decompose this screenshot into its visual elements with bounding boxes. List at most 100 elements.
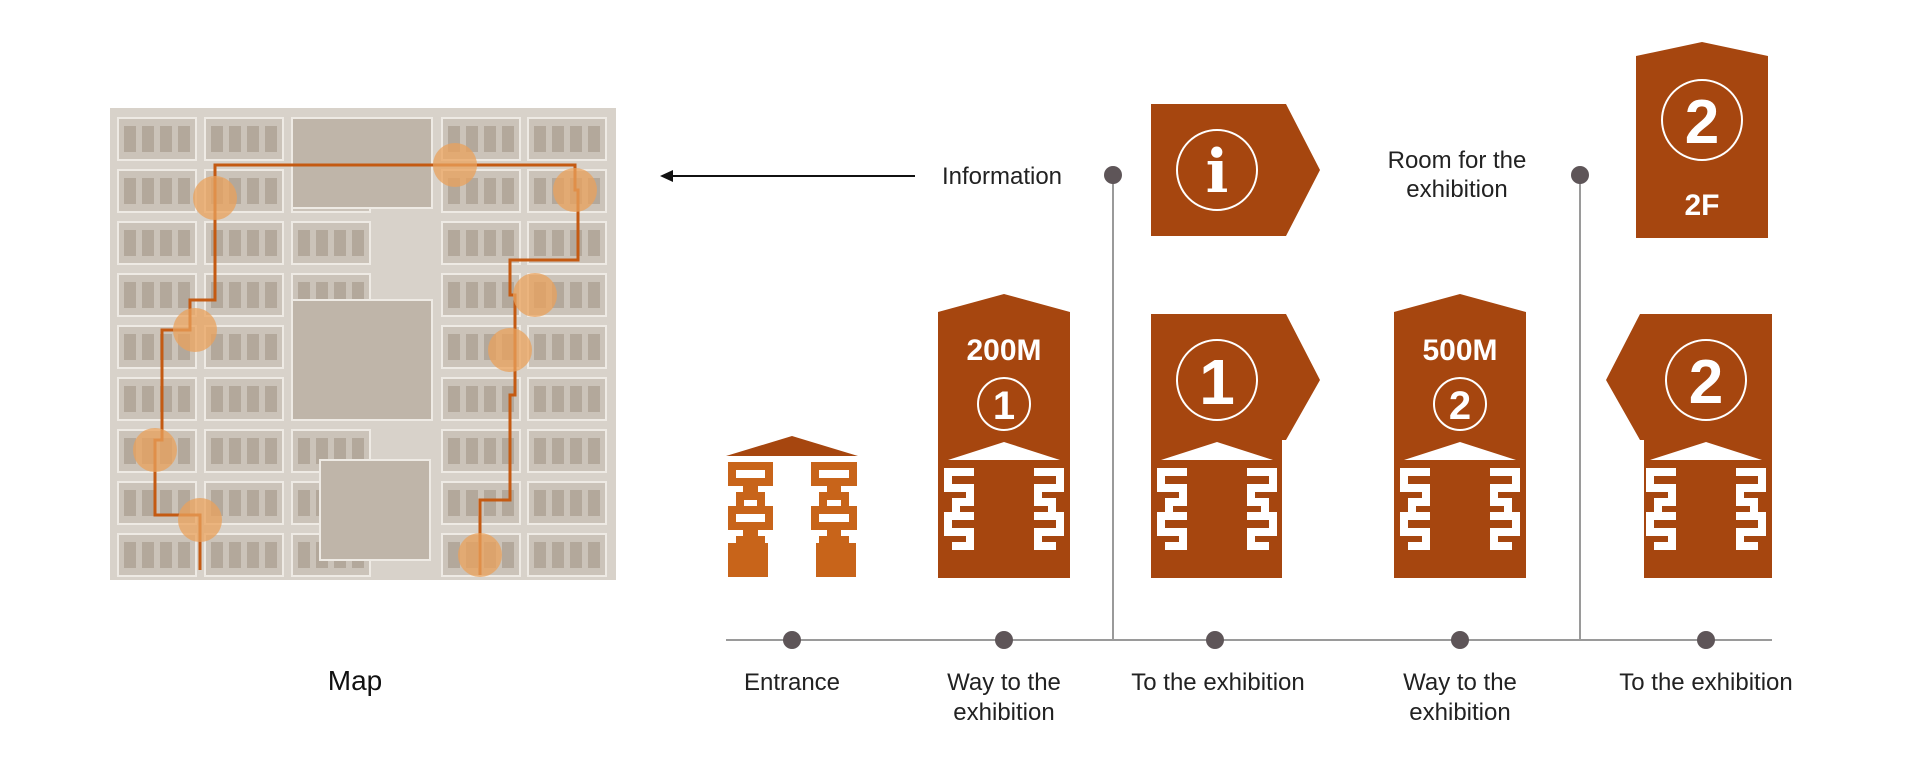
room-connector-dot <box>1571 166 1589 184</box>
map-building <box>484 282 496 308</box>
map-building <box>552 334 564 360</box>
stop-labels: Entrance Way to the exhibition To the ex… <box>744 669 1793 726</box>
stop-dot-exhibit1 <box>1206 631 1224 649</box>
map-building <box>124 438 136 464</box>
map-building <box>484 386 496 412</box>
map-node <box>553 168 597 212</box>
map-building <box>570 542 582 568</box>
map-building <box>142 178 154 204</box>
map-building <box>534 126 546 152</box>
information-sign: i <box>1151 104 1320 236</box>
stop-dot-way2 <box>1451 631 1469 649</box>
map-building <box>124 490 136 516</box>
map-building <box>160 178 172 204</box>
map-building <box>124 542 136 568</box>
map-building <box>466 334 478 360</box>
stop-label-way1-line2: exhibition <box>953 699 1054 726</box>
map-building <box>534 490 546 516</box>
map-building <box>142 490 154 516</box>
map-node <box>178 498 222 542</box>
map-node <box>513 273 557 317</box>
map-building <box>160 282 172 308</box>
map-building <box>265 490 277 516</box>
stop-label-way2-line2: exhibition <box>1409 699 1510 726</box>
map-building <box>178 126 190 152</box>
map-building <box>552 438 564 464</box>
map-building <box>570 126 582 152</box>
map-building <box>247 386 259 412</box>
map-building <box>211 126 223 152</box>
map-building <box>178 282 190 308</box>
map-building <box>265 126 277 152</box>
map-building <box>448 542 460 568</box>
map-building <box>160 490 172 516</box>
map-building <box>588 230 600 256</box>
map-building <box>247 282 259 308</box>
map-building <box>178 178 190 204</box>
exhibition-sign-2: 2 <box>1606 314 1772 578</box>
map-node <box>433 143 477 187</box>
map-building <box>211 542 223 568</box>
way2-distance: 500M <box>1422 334 1497 367</box>
map-building <box>247 178 259 204</box>
map-building <box>588 282 600 308</box>
map-building <box>502 230 514 256</box>
map-building <box>502 490 514 516</box>
map-building <box>448 490 460 516</box>
map-building <box>142 126 154 152</box>
map-building <box>588 334 600 360</box>
map-building <box>229 386 241 412</box>
map-building <box>178 542 190 568</box>
map-building <box>265 178 277 204</box>
way-sign-2: 500M 2 <box>1394 294 1526 578</box>
map-building <box>265 438 277 464</box>
map-building <box>160 126 172 152</box>
map-building <box>570 230 582 256</box>
stop-dot-entrance <box>783 631 801 649</box>
map-building <box>552 386 564 412</box>
map-building <box>466 230 478 256</box>
map-building <box>229 542 241 568</box>
way-sign-1: 200M 1 <box>938 294 1070 578</box>
map-building <box>142 542 154 568</box>
way1-number: 1 <box>993 384 1015 428</box>
map-building <box>229 282 241 308</box>
map-building <box>502 178 514 204</box>
room-floor: 2F <box>1684 189 1719 222</box>
map-building <box>534 386 546 412</box>
stop-label-exhibit1: To the exhibition <box>1131 669 1304 696</box>
stop-dot-exhibit2 <box>1697 631 1715 649</box>
info-icon: i <box>1206 137 1229 207</box>
map-building <box>352 438 364 464</box>
site-map <box>110 108 616 580</box>
map-building <box>211 230 223 256</box>
map-building <box>484 178 496 204</box>
room-number: 2 <box>1685 88 1719 157</box>
map-large-block <box>319 459 431 561</box>
map-building <box>160 542 172 568</box>
info-connector-dot <box>1104 166 1122 184</box>
map-building <box>265 230 277 256</box>
way1-distance: 200M <box>966 334 1041 367</box>
map-caption: Map <box>328 665 382 696</box>
map-node <box>488 328 532 372</box>
map-building <box>448 438 460 464</box>
map-building <box>247 334 259 360</box>
map-large-block <box>291 117 433 209</box>
map-building <box>229 438 241 464</box>
map-building <box>211 386 223 412</box>
map-node <box>173 308 217 352</box>
map-building <box>298 542 310 568</box>
stop-label-exhibit2: To the exhibition <box>1619 669 1792 696</box>
map-building <box>247 126 259 152</box>
map-building <box>178 230 190 256</box>
map-building <box>247 230 259 256</box>
map-building <box>552 490 564 516</box>
map-node <box>133 428 177 472</box>
way2-number: 2 <box>1449 384 1471 428</box>
map-building <box>265 282 277 308</box>
map-building <box>570 334 582 360</box>
map-building <box>570 490 582 516</box>
exhibit1-number: 1 <box>1199 346 1235 418</box>
map-building <box>124 230 136 256</box>
